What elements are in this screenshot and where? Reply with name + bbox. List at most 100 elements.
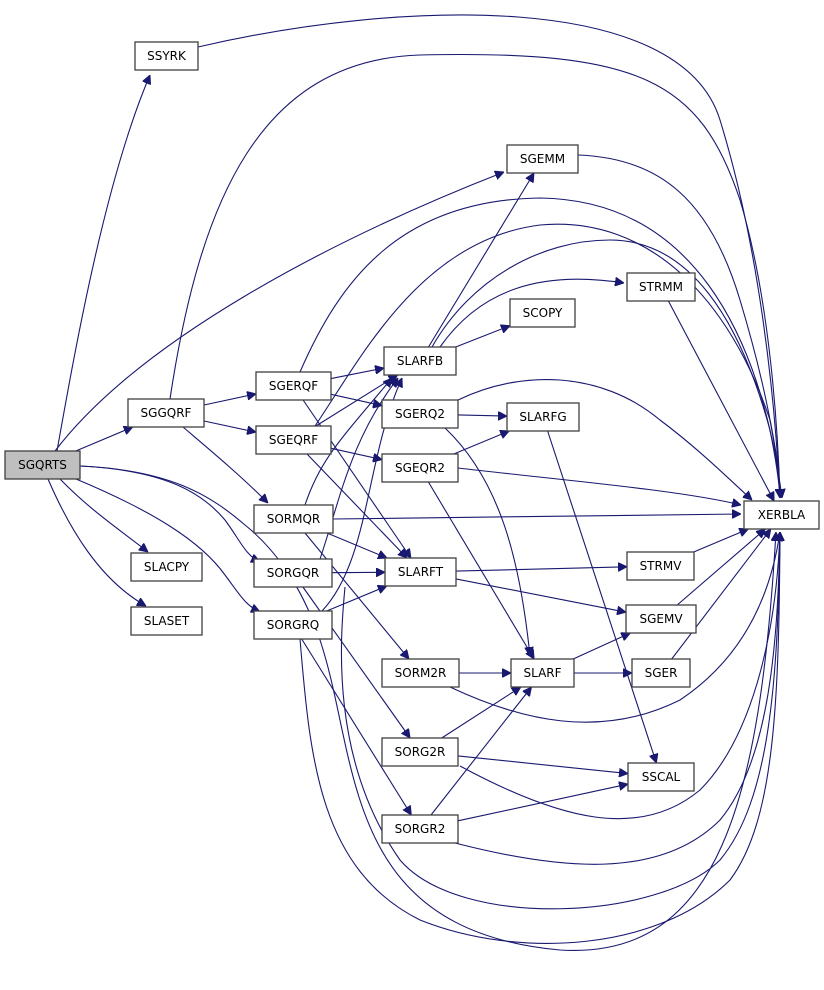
- node-sormqr[interactable]: SORMQR: [253, 504, 334, 534]
- node-sgeqr2[interactable]: SGEQR2: [381, 453, 459, 483]
- node-label: SLARF: [523, 666, 561, 680]
- node-box[interactable]: [625, 604, 697, 634]
- edge-slarfb-to-sgemm: [428, 173, 535, 348]
- edge-sgeqr2-to-xerbla: [457, 467, 741, 505]
- node-box[interactable]: [134, 41, 199, 71]
- edge-slarft-to-sgemv: [455, 578, 626, 612]
- edge-ssyrk-to-xerbla: [197, 14, 780, 498]
- node-sgqrts[interactable]: SGQRTS: [4, 450, 81, 480]
- edge-sgerq2-to-slarf: [444, 427, 530, 656]
- node-box[interactable]: [627, 762, 695, 792]
- edge-strmv-to-xerbla: [693, 529, 749, 553]
- node-ssyrk[interactable]: SSYRK: [134, 41, 199, 71]
- edge-sorgr2-to-slarf: [430, 687, 532, 816]
- node-box[interactable]: [506, 144, 579, 174]
- node-sorm2r[interactable]: SORM2R: [381, 658, 460, 688]
- edge-sgqrts-to-ssyrk: [56, 75, 150, 452]
- edge-sorg2r-to-sscal: [457, 755, 628, 774]
- node-sgemv[interactable]: SGEMV: [625, 604, 697, 634]
- node-label: SLARFT: [398, 565, 444, 579]
- node-box[interactable]: [506, 402, 580, 432]
- node-slarf[interactable]: SLARF: [510, 658, 575, 688]
- node-strmv[interactable]: STRMV: [626, 551, 695, 581]
- node-xerbla[interactable]: XERBLA: [743, 500, 820, 530]
- node-slacpy[interactable]: SLACPY: [130, 552, 203, 582]
- node-sggqrf[interactable]: SGGQRF: [127, 398, 205, 428]
- edge-sormqr-to-xerbla: [332, 514, 741, 520]
- node-box[interactable]: [255, 425, 332, 455]
- node-box[interactable]: [510, 658, 575, 688]
- node-slarfg[interactable]: SLARFG: [506, 402, 580, 432]
- edge-sggqrf-to-sormqr: [182, 426, 268, 503]
- node-box[interactable]: [253, 558, 333, 588]
- node-sscal[interactable]: SSCAL: [627, 762, 695, 792]
- node-label: SGER: [645, 666, 678, 680]
- node-label: SGQRTS: [18, 458, 67, 472]
- node-sger[interactable]: SGER: [631, 658, 691, 688]
- node-box[interactable]: [255, 371, 332, 401]
- node-sgemm[interactable]: SGEMM: [506, 144, 579, 174]
- node-label: SORGQR: [267, 566, 319, 580]
- edge-sorgr2-to-xerbla: [454, 532, 780, 865]
- edge-sgqrts-to-slaset: [47, 478, 146, 606]
- node-label: SORG2R: [395, 745, 446, 759]
- node-box[interactable]: [631, 658, 691, 688]
- edge-sormqr-to-slarfb: [304, 378, 392, 506]
- node-label: SGEMM: [520, 152, 565, 166]
- node-label: STRMV: [640, 559, 683, 573]
- node-box[interactable]: [253, 610, 333, 640]
- node-box[interactable]: [381, 399, 459, 429]
- edge-sgqrts-to-sggqrf: [75, 427, 133, 452]
- node-box[interactable]: [127, 398, 205, 428]
- edge-slarfg-to-sscal: [547, 430, 657, 763]
- node-label: STRMM: [639, 280, 683, 294]
- edge-sorg2r-to-slarf: [441, 687, 521, 739]
- node-label: SGEQR2: [395, 461, 445, 475]
- node-box[interactable]: [626, 551, 695, 581]
- edge-sorgrq-to-xerbla: [299, 532, 780, 944]
- node-label: SGEQRF: [269, 433, 318, 447]
- node-label: SORGRQ: [267, 618, 319, 632]
- node-box[interactable]: [384, 557, 457, 587]
- node-sgerq2[interactable]: SGERQ2: [381, 399, 459, 429]
- node-box[interactable]: [381, 814, 459, 844]
- node-box[interactable]: [509, 298, 576, 328]
- node-slaset[interactable]: SLASET: [130, 606, 203, 636]
- edge-sorgrq-to-sorgr2: [301, 638, 412, 815]
- node-box[interactable]: [130, 606, 203, 636]
- node-sgerqf[interactable]: SGERQF: [255, 371, 332, 401]
- nodes-layer: SGQRTS SSYRK SGGQRF SLACPY SLASET SGERQF SGEQR…: [4, 41, 820, 844]
- edge-sorg2r-to-xerbla: [459, 532, 780, 820]
- edge-sgerq2-to-slarfg: [457, 415, 507, 416]
- node-label: SLARFB: [397, 354, 443, 368]
- edge-sggqrf-to-sgerqf: [203, 394, 256, 406]
- node-sorgqr[interactable]: SORGQR: [253, 558, 333, 588]
- node-box[interactable]: [743, 500, 820, 530]
- node-box[interactable]: [130, 552, 203, 582]
- node-sgeqrf[interactable]: SGEQRF: [255, 425, 332, 455]
- node-slarfb[interactable]: SLARFB: [383, 346, 457, 376]
- edge-sorgqr-to-xerbla: [340, 532, 780, 910]
- node-sorgr2[interactable]: SORGR2: [381, 814, 459, 844]
- node-box[interactable]: [253, 504, 334, 534]
- node-label: SLACPY: [144, 560, 190, 574]
- edge-sgqrts-to-xerbla: [79, 465, 776, 951]
- node-label: SLASET: [144, 614, 190, 628]
- node-label: XERBLA: [758, 508, 806, 522]
- node-box[interactable]: [626, 272, 696, 302]
- node-box[interactable]: [381, 658, 460, 688]
- node-sorg2r[interactable]: SORG2R: [381, 737, 459, 767]
- node-box[interactable]: [383, 346, 457, 376]
- node-box[interactable]: [4, 450, 81, 480]
- node-label: SLARFG: [519, 410, 566, 424]
- edge-sgemv-to-xerbla: [676, 529, 765, 606]
- node-slarft[interactable]: SLARFT: [384, 557, 457, 587]
- node-sorgrq[interactable]: SORGRQ: [253, 610, 333, 640]
- edge-sormqr-to-sorm2r: [304, 532, 409, 659]
- node-strmm[interactable]: STRMM: [626, 272, 696, 302]
- node-box[interactable]: [381, 737, 459, 767]
- node-box[interactable]: [381, 453, 459, 483]
- node-scopy[interactable]: SCOPY: [509, 298, 576, 328]
- edge-slarft-to-strmv: [455, 567, 627, 572]
- edge-slarf-to-sgemv: [572, 633, 630, 660]
